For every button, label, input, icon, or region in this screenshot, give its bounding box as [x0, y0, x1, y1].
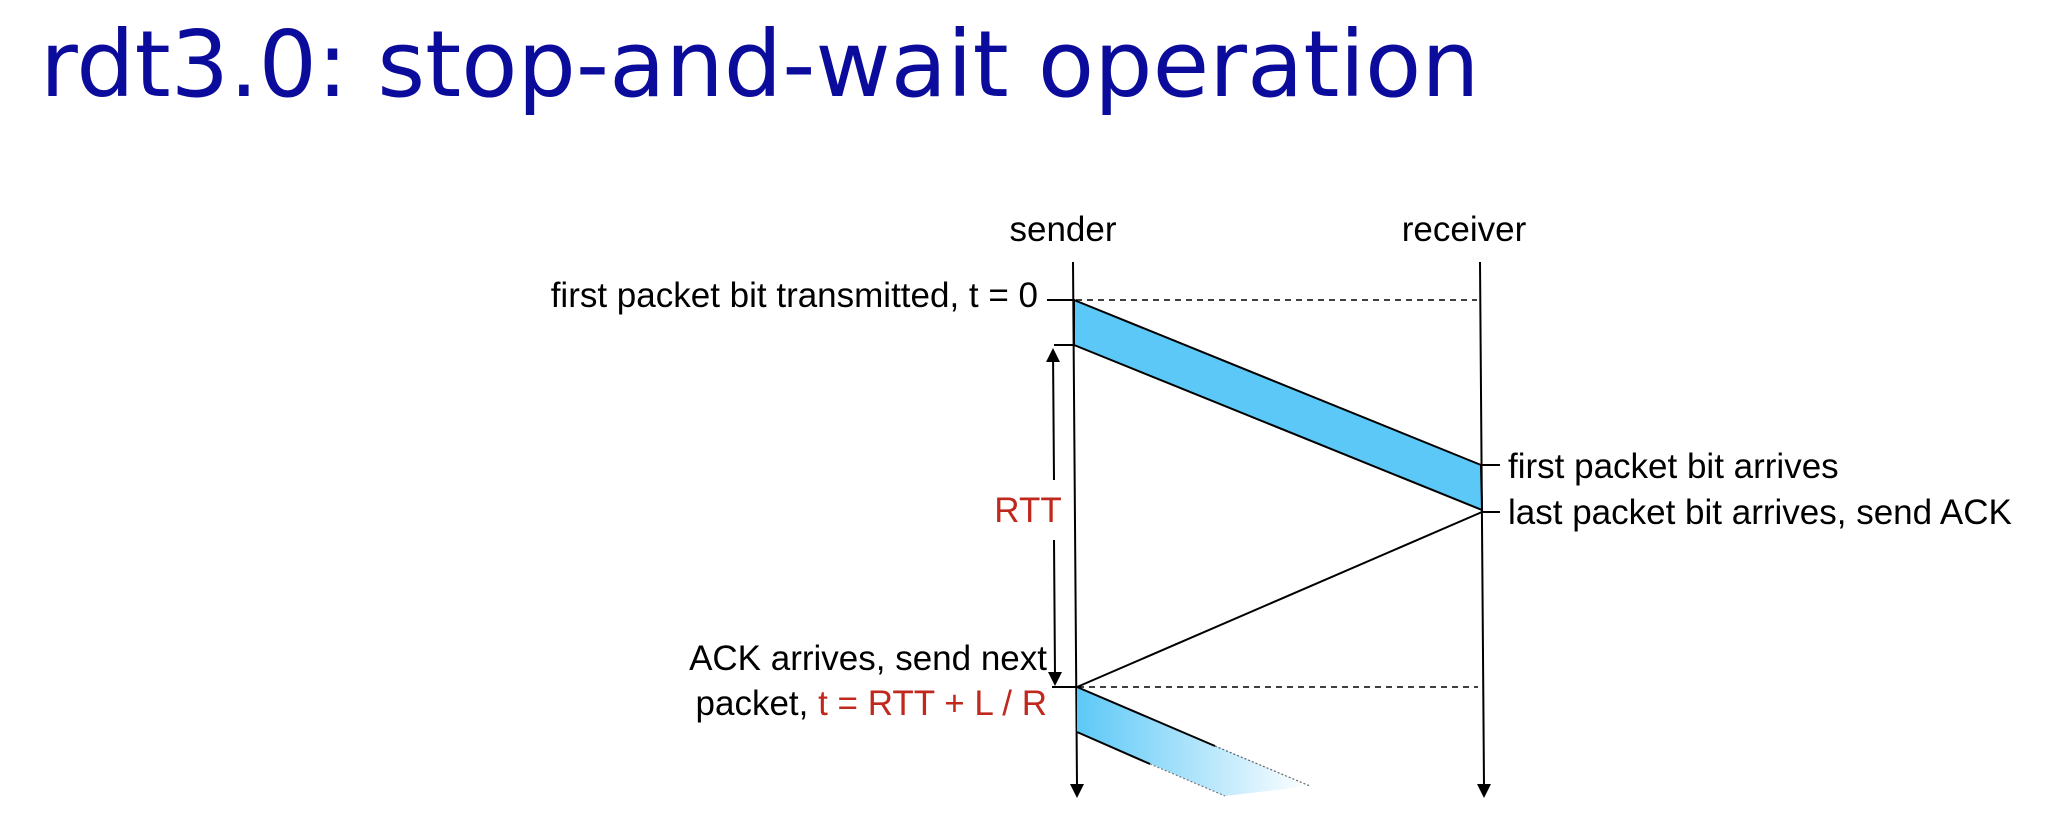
last-bit-arrives-label: last packet bit arrives, send ACK	[1508, 493, 2012, 532]
receiver-timeline	[1479, 261, 1485, 787]
ack-arrives-label-prefix: packet,	[696, 684, 819, 723]
first-bit-arrives-label: first packet bit arrives	[1508, 447, 1839, 486]
ack-arrives-label-line2: packet, t = RTT + L / R	[696, 684, 1047, 723]
next-packet-band	[1077, 687, 1310, 796]
sender-label: sender	[1009, 210, 1116, 249]
rtt-label: RTT	[994, 491, 1061, 530]
ack-line	[1076, 511, 1483, 688]
ack-arrives-formula: t = RTT + L / R	[818, 684, 1047, 723]
rtt-arrowhead-down	[1048, 672, 1062, 686]
first-packet-band	[1073, 298, 1484, 512]
sender-timeline-arrowhead	[1070, 784, 1084, 798]
slide-title: rdt3.0: stop-and-wait operation	[40, 11, 1480, 118]
next-packet-edge-bottom	[1076, 731, 1151, 765]
rtt-arrowhead-up	[1046, 348, 1060, 362]
next-packet-edge-top	[1076, 686, 1216, 747]
first-bit-transmitted-label: first packet bit transmitted, t = 0	[551, 276, 1038, 315]
next-packet-edge-bottom-fade	[1149, 763, 1226, 797]
next-packet-edge-top-fade	[1214, 745, 1311, 787]
rtt-arrow-upper	[1052, 349, 1055, 481]
sender-timeline	[1072, 261, 1078, 787]
receiver-label: receiver	[1402, 210, 1527, 249]
receiver-timeline-arrowhead	[1477, 784, 1491, 798]
ack-arrives-label-line1: ACK arrives, send next	[689, 639, 1047, 678]
rtt-arrow-lower	[1053, 539, 1056, 677]
